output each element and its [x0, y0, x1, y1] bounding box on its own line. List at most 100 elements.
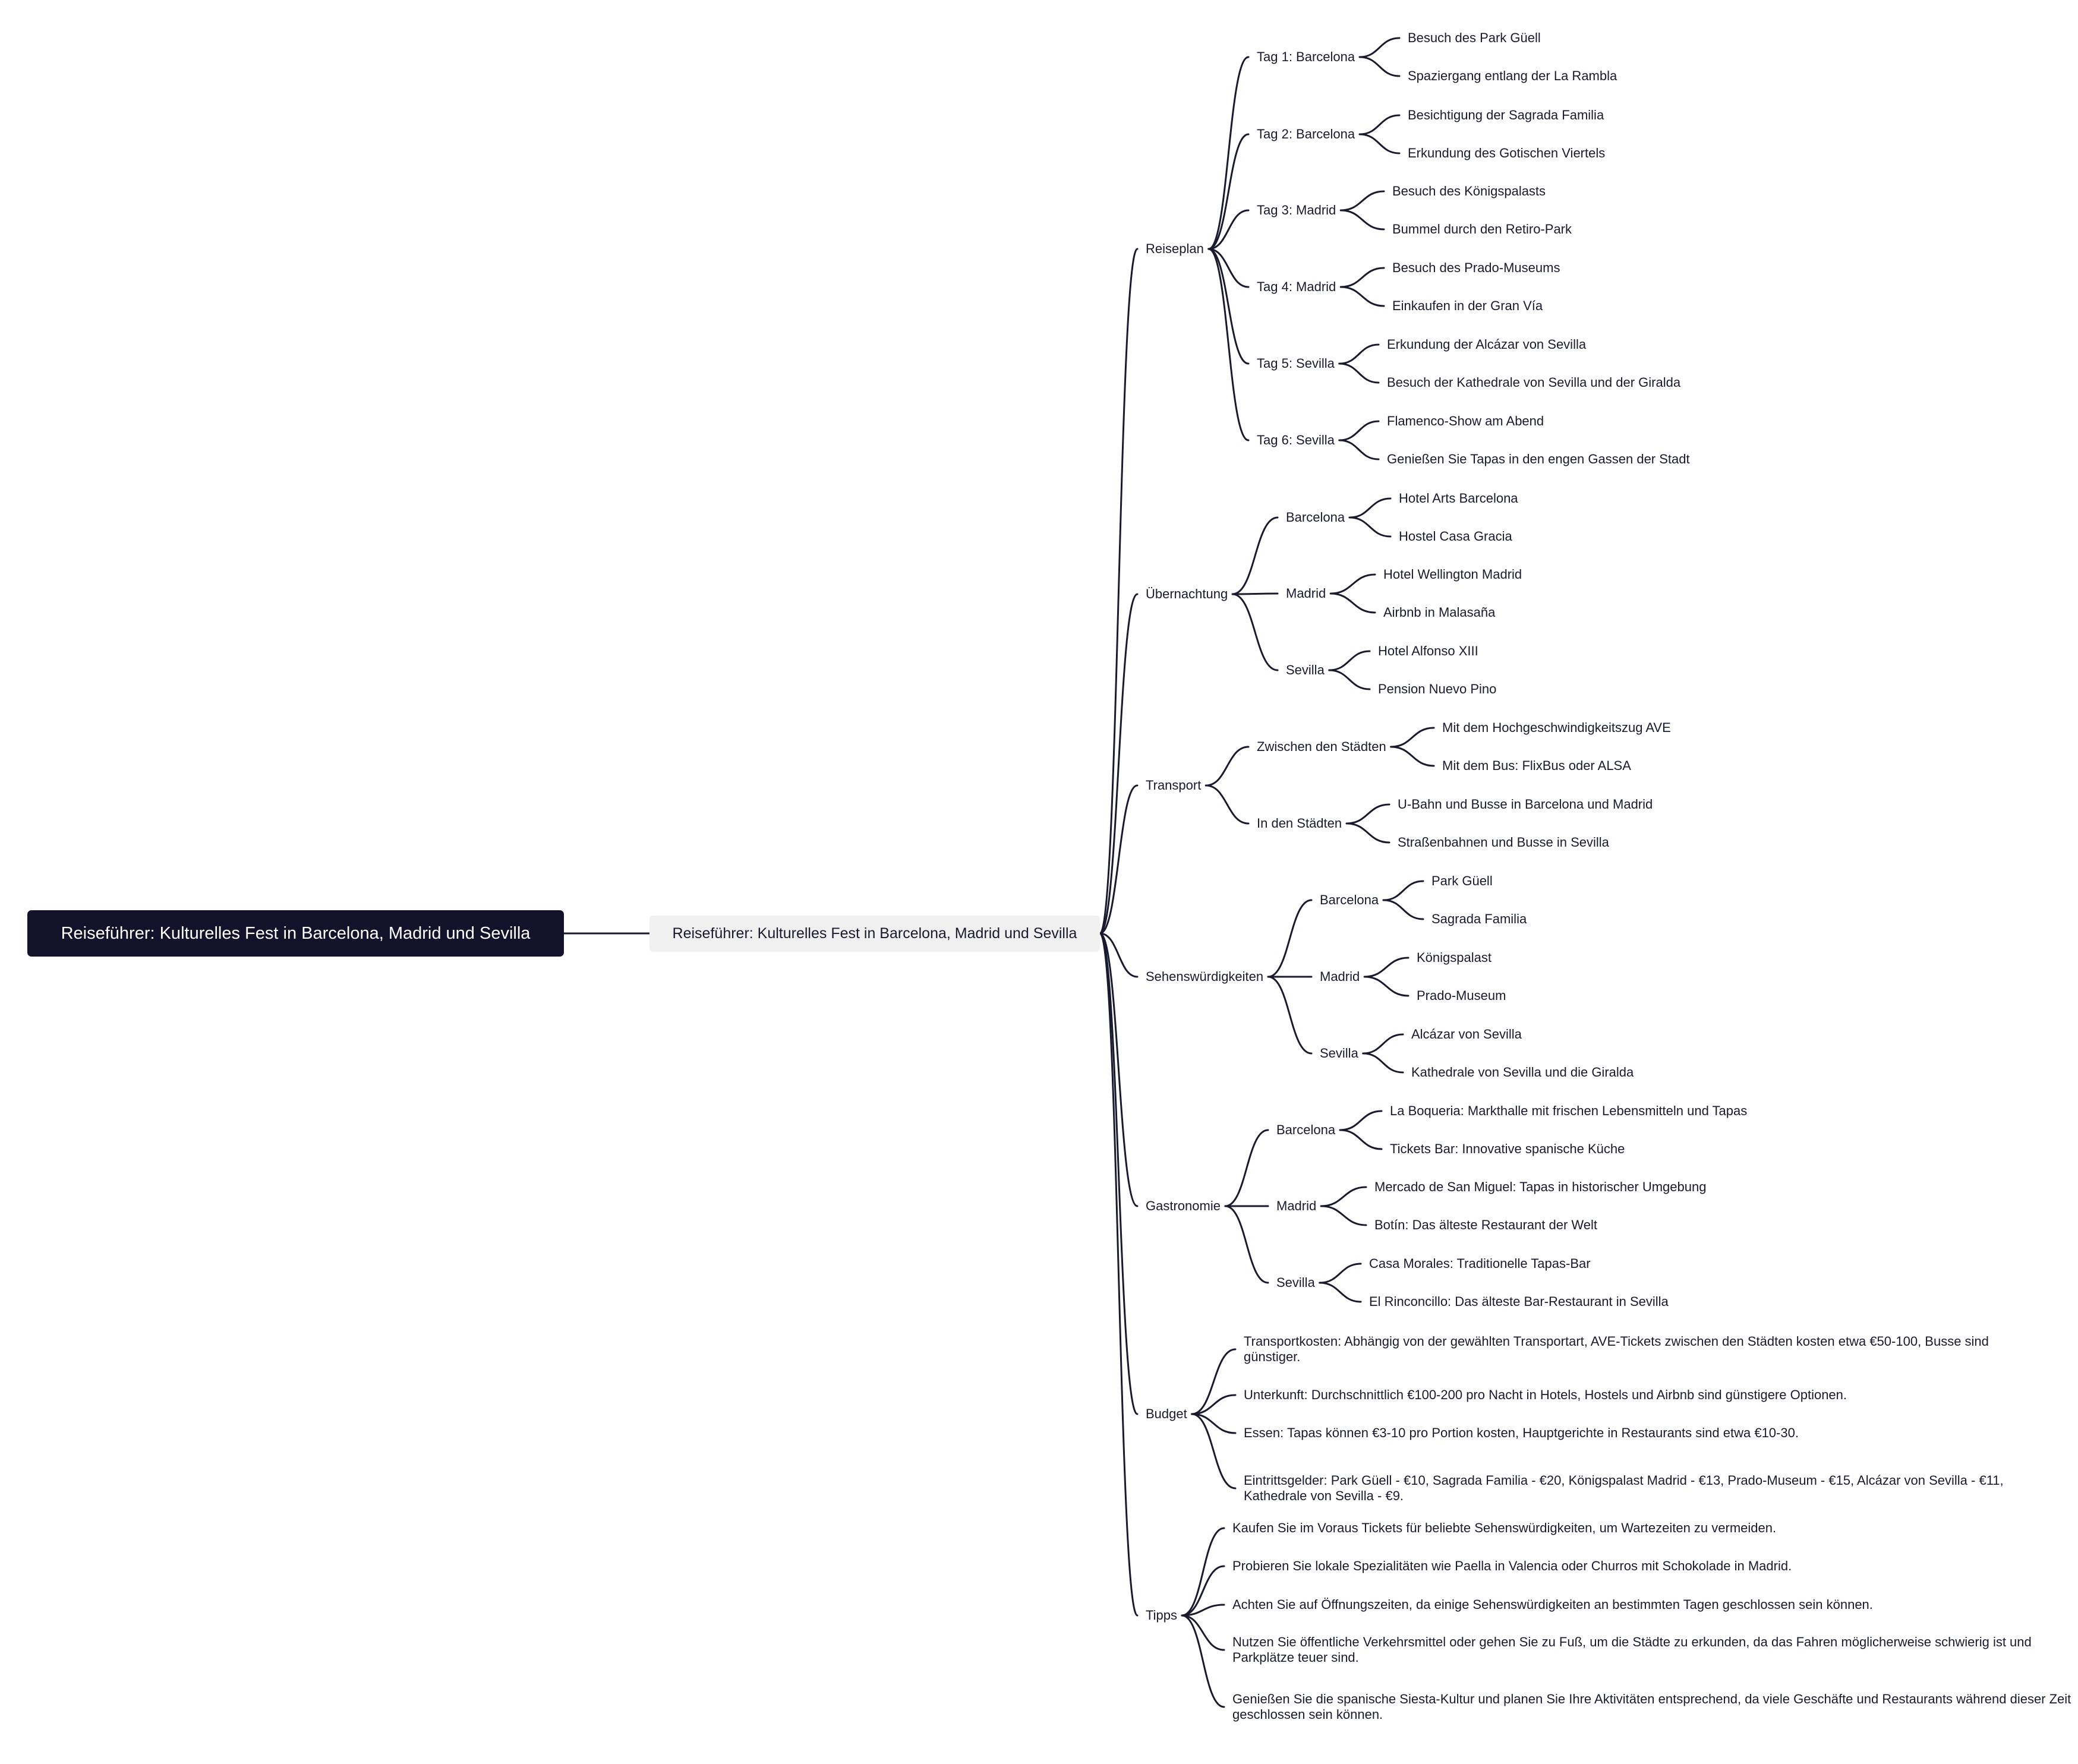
link-level3: [1339, 1129, 1383, 1150]
leaf-item[interactable]: Tickets Bar: Innovative spanische Küche: [1390, 1141, 1625, 1156]
leaf-item[interactable]: Sagrada Familia: [1431, 911, 1527, 926]
leaf-item[interactable]: Botín: Das älteste Restaurant der Welt: [1374, 1217, 1597, 1232]
leaf-item[interactable]: Spaziergang entlang der La Rambla: [1408, 68, 1617, 83]
link-level2: [1191, 1413, 1237, 1490]
link-level2: [1224, 1129, 1269, 1207]
leaf-item[interactable]: El Rinconcillo: Das älteste Bar-Restaura…: [1369, 1294, 1669, 1309]
link-level2: [1191, 1394, 1237, 1415]
branch-4[interactable]: Sehenswürdigkeiten: [1146, 969, 1264, 984]
leaf-item[interactable]: Erkundung der Alcázar von Sevilla: [1387, 337, 1587, 352]
leaf-note[interactable]: Eintrittsgelder: Park Güell - €10, Sagra…: [1244, 1473, 2004, 1503]
leaf-item[interactable]: Mit dem Hochgeschwindigkeitszug AVE: [1442, 720, 1671, 735]
subtopic[interactable]: In den Städten: [1257, 816, 1342, 831]
leaf-item[interactable]: Pension Nuevo Pino: [1378, 681, 1497, 696]
link-level3: [1348, 497, 1392, 519]
link-level2: [1224, 1205, 1269, 1284]
leaf-note[interactable]: Unterkunft: Durchschnittlich €100-200 pr…: [1244, 1387, 1847, 1402]
subtopic[interactable]: Tag 1: Barcelona: [1257, 49, 1355, 64]
leaf-item[interactable]: Hotel Arts Barcelona: [1399, 491, 1518, 506]
subtopic[interactable]: Tag 5: Sevilla: [1257, 356, 1335, 371]
leaf-item[interactable]: Erkundung des Gotischen Viertels: [1408, 146, 1606, 160]
leaf-item[interactable]: Prado-Museum: [1417, 988, 1506, 1003]
leaf-item[interactable]: Kathedrale von Sevilla und die Giralda: [1411, 1065, 1634, 1080]
link-branch: [1099, 248, 1139, 935]
link-level2: [1181, 1527, 1225, 1617]
leaf-item[interactable]: Hostel Casa Gracia: [1399, 529, 1512, 544]
leaf-item[interactable]: Mit dem Bus: FlixBus oder ALSA: [1442, 758, 1631, 773]
leaf-note[interactable]: Kaufen Sie im Voraus Tickets für beliebt…: [1232, 1520, 1777, 1535]
link-level2: [1204, 784, 1250, 825]
leaf-item[interactable]: Besuch des Park Güell: [1408, 30, 1541, 45]
branch-3[interactable]: Transport: [1146, 778, 1202, 793]
leaf-note[interactable]: Nutzen Sie öffentliche Verkehrsmittel od…: [1232, 1634, 2032, 1665]
subtopic[interactable]: Sevilla: [1276, 1275, 1315, 1290]
leaf-item[interactable]: Genießen Sie Tapas in den engen Gassen d…: [1387, 452, 1690, 466]
link-level3: [1329, 573, 1376, 595]
leaf-note[interactable]: Essen: Tapas können €3-10 pro Portion ko…: [1244, 1425, 1799, 1440]
subtopic[interactable]: Tag 3: Madrid: [1257, 203, 1336, 217]
link-level2: [1207, 56, 1250, 250]
leaf-item[interactable]: Park Güell: [1431, 873, 1493, 888]
link-level3: [1390, 727, 1435, 748]
branch-7[interactable]: Tipps: [1146, 1608, 1177, 1623]
leaf-item[interactable]: U-Bahn und Busse in Barcelona und Madrid: [1398, 797, 1653, 812]
link-level2: [1207, 133, 1250, 250]
leaf-item[interactable]: Hotel Wellington Madrid: [1383, 567, 1522, 582]
link-level3: [1358, 133, 1401, 154]
main-topic[interactable]: Reiseführer: Kulturelles Fest in Barcelo…: [649, 916, 1100, 952]
branch-1[interactable]: Reiseplan: [1146, 241, 1204, 256]
link-level2: [1207, 248, 1250, 288]
branch-5[interactable]: Gastronomie: [1146, 1198, 1221, 1213]
leaf-item[interactable]: Besuch der Kathedrale von Sevilla und de…: [1387, 375, 1681, 390]
subtopic[interactable]: Tag 6: Sevilla: [1257, 433, 1335, 447]
link-level3: [1339, 1110, 1383, 1131]
subtopic[interactable]: Madrid: [1320, 969, 1360, 984]
subtopic[interactable]: Tag 4: Madrid: [1257, 279, 1336, 294]
link-level3: [1319, 1263, 1362, 1284]
link-level2: [1231, 516, 1279, 595]
link-level3: [1363, 976, 1409, 997]
link-level3: [1345, 822, 1390, 844]
leaf-item[interactable]: Casa Morales: Traditionelle Tapas-Bar: [1369, 1256, 1591, 1271]
subtopic[interactable]: Barcelona: [1276, 1122, 1336, 1137]
subtopic[interactable]: Sevilla: [1286, 662, 1325, 677]
leaf-note[interactable]: Probieren Sie lokale Spezialitäten wie P…: [1232, 1558, 1792, 1573]
leaf-note[interactable]: Achten Sie auf Öffnungszeiten, da einige…: [1232, 1597, 1873, 1612]
leaf-item[interactable]: Besichtigung der Sagrada Familia: [1408, 108, 1604, 122]
leaf-item[interactable]: Flamenco-Show am Abend: [1387, 414, 1544, 428]
branch-2[interactable]: Übernachtung: [1146, 586, 1228, 601]
leaf-item[interactable]: La Boqueria: Markthalle mit frischen Leb…: [1390, 1103, 1748, 1118]
subtopic[interactable]: Tag 2: Barcelona: [1257, 127, 1355, 141]
link-level3: [1345, 803, 1390, 825]
leaf-item[interactable]: Einkaufen in der Gran Vía: [1392, 298, 1543, 313]
leaf-item[interactable]: Besuch des Königspalasts: [1392, 184, 1546, 198]
leaf-item[interactable]: Hotel Alfonso XIII: [1378, 643, 1478, 658]
link-level3: [1358, 114, 1401, 135]
leaf-item[interactable]: Straßenbahnen und Busse in Sevilla: [1398, 835, 1609, 850]
leaf-item[interactable]: Besuch des Prado-Museums: [1392, 260, 1560, 275]
subtopic[interactable]: Barcelona: [1320, 892, 1379, 907]
leaf-item[interactable]: Königspalast: [1417, 950, 1492, 965]
branch-6[interactable]: Budget: [1146, 1406, 1187, 1421]
link-level3: [1338, 439, 1380, 460]
subtopic[interactable]: Zwischen den Städten: [1257, 739, 1386, 754]
leaf-item[interactable]: Alcázar von Sevilla: [1411, 1027, 1522, 1042]
link-level2: [1267, 899, 1313, 978]
subtopic[interactable]: Madrid: [1286, 586, 1326, 601]
leaf-item[interactable]: Mercado de San Miguel: Tapas in historis…: [1374, 1179, 1707, 1194]
subtopic[interactable]: Barcelona: [1286, 510, 1345, 525]
link-branch: [1099, 784, 1139, 935]
root-node[interactable]: Reiseführer: Kulturelles Fest in Barcelo…: [27, 910, 564, 957]
link-branch: [1099, 932, 1139, 978]
link-branch: [1099, 932, 1139, 1207]
link-level2: [1181, 1614, 1225, 1708]
subtopic[interactable]: Madrid: [1276, 1198, 1317, 1213]
link-level2: [1181, 1565, 1225, 1617]
leaf-item[interactable]: Bummel durch den Retiro-Park: [1392, 222, 1572, 236]
link-level3: [1348, 516, 1392, 538]
leaf-note[interactable]: Genießen Sie die spanische Siesta-Kultur…: [1232, 1692, 2071, 1722]
leaf-note[interactable]: Transportkosten: Abhängig von der gewähl…: [1244, 1334, 1989, 1364]
subtopic[interactable]: Sevilla: [1320, 1046, 1358, 1061]
leaf-item[interactable]: Airbnb in Malasaña: [1383, 605, 1496, 620]
